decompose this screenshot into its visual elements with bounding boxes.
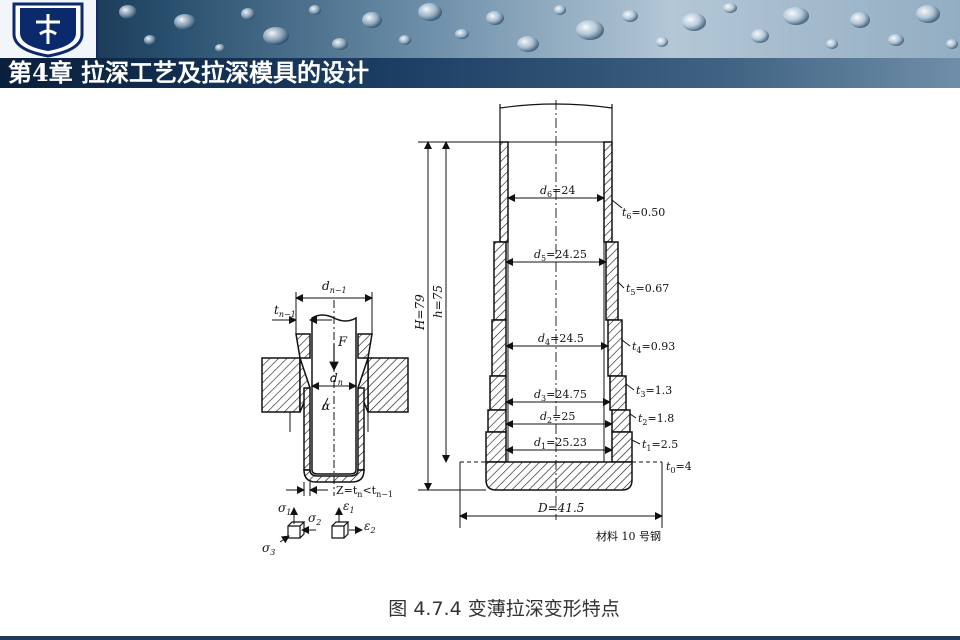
label-D: D=41.5 <box>537 501 584 515</box>
label-d3: d3=24.75 <box>534 388 587 403</box>
water-drops-background <box>119 3 958 52</box>
label-d5: d5=24.25 <box>534 248 587 263</box>
label-d6: d6=24 <box>540 184 575 199</box>
label-t2: t2=1.8 <box>638 412 674 427</box>
university-logo <box>0 0 98 60</box>
label-t1: t1=2.5 <box>642 438 678 453</box>
title-bar <box>0 58 960 88</box>
label-d4: d4=24.5 <box>538 332 584 347</box>
label-gap: Z=tn<tn−1 <box>336 484 393 499</box>
chapter-title: 第4章 拉深工艺及拉深模具的设计 <box>8 58 370 87</box>
label-sigma3: σ3 <box>262 541 275 557</box>
label-eps1: ε1 <box>343 499 355 515</box>
label-sigma1: σ1 <box>278 501 291 517</box>
label-t0: t0=4 <box>666 460 692 475</box>
label-t3: t3=1.3 <box>636 384 672 399</box>
label-d2: d2=25 <box>540 410 575 425</box>
label-d-prev: dn−1 <box>322 279 347 295</box>
label-d1: d1=25.23 <box>534 436 587 451</box>
label-h: h=75 <box>431 285 445 318</box>
label-sigma2: σ2 <box>308 511 321 527</box>
label-t4: t4=0.93 <box>632 340 675 355</box>
label-d-n: dn <box>330 371 343 387</box>
label-force: F <box>337 335 348 350</box>
label-eps2: ε2 <box>364 519 376 535</box>
label-H: H=79 <box>413 294 427 331</box>
label-material: 材料 10 号钢 <box>596 529 661 543</box>
label-t6: t6=0.50 <box>622 206 665 221</box>
label-t5: t5=0.67 <box>626 282 669 297</box>
label-t-prev: tn−1 <box>274 303 296 319</box>
drawing-die-diagram <box>261 292 409 544</box>
footer-line <box>0 636 960 640</box>
label-alpha: α <box>322 399 330 413</box>
figure-caption: 图 4.7.4 变薄拉深变形特点 <box>388 598 620 620</box>
ironing-stages-diagram <box>418 100 663 528</box>
